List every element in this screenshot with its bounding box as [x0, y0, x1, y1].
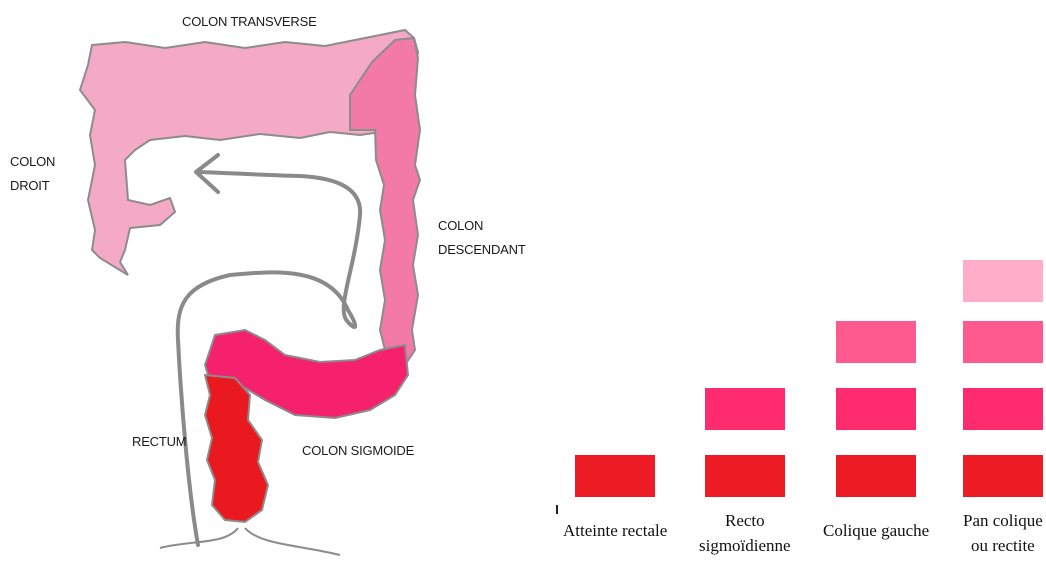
block-right_and_transverse-col4: [963, 260, 1043, 302]
block-rectum-col4: [963, 455, 1043, 497]
axis-tick-mark: [556, 505, 558, 514]
block-rectum-col3: [836, 455, 916, 497]
label-rectum: RECTUM: [132, 428, 186, 456]
block-sigmoid-col2: [705, 388, 785, 430]
colon-diagram: [0, 0, 560, 562]
label-colon-descendant-2: DESCENDANT: [438, 236, 526, 264]
label-colon-droit-2: DROIT: [10, 172, 49, 200]
category-label-2-line1: Recto: [725, 510, 765, 532]
label-colon-sigmoide: COLON SIGMOIDE: [302, 437, 414, 465]
block-sigmoid-col4: [963, 388, 1043, 430]
category-label-3-line1: Colique gauche: [823, 520, 929, 542]
category-label-1-line1: Atteinte rectale: [563, 520, 667, 542]
block-descending-col3: [836, 321, 916, 363]
anal-canal-lines: [160, 528, 340, 555]
block-rectum-col1: [575, 455, 655, 497]
category-label-4-line1: Pan colique: [963, 510, 1043, 532]
category-label-4-line2: ou rectite: [971, 535, 1035, 557]
category-label-2-line2: sigmoïdienne: [699, 535, 791, 557]
block-rectum-col2: [705, 455, 785, 497]
block-sigmoid-col3: [836, 388, 916, 430]
label-colon-transverse: COLON TRANSVERSE: [182, 8, 317, 36]
block-descending-col4: [963, 321, 1043, 363]
colon-right-and-transverse: [80, 30, 418, 275]
